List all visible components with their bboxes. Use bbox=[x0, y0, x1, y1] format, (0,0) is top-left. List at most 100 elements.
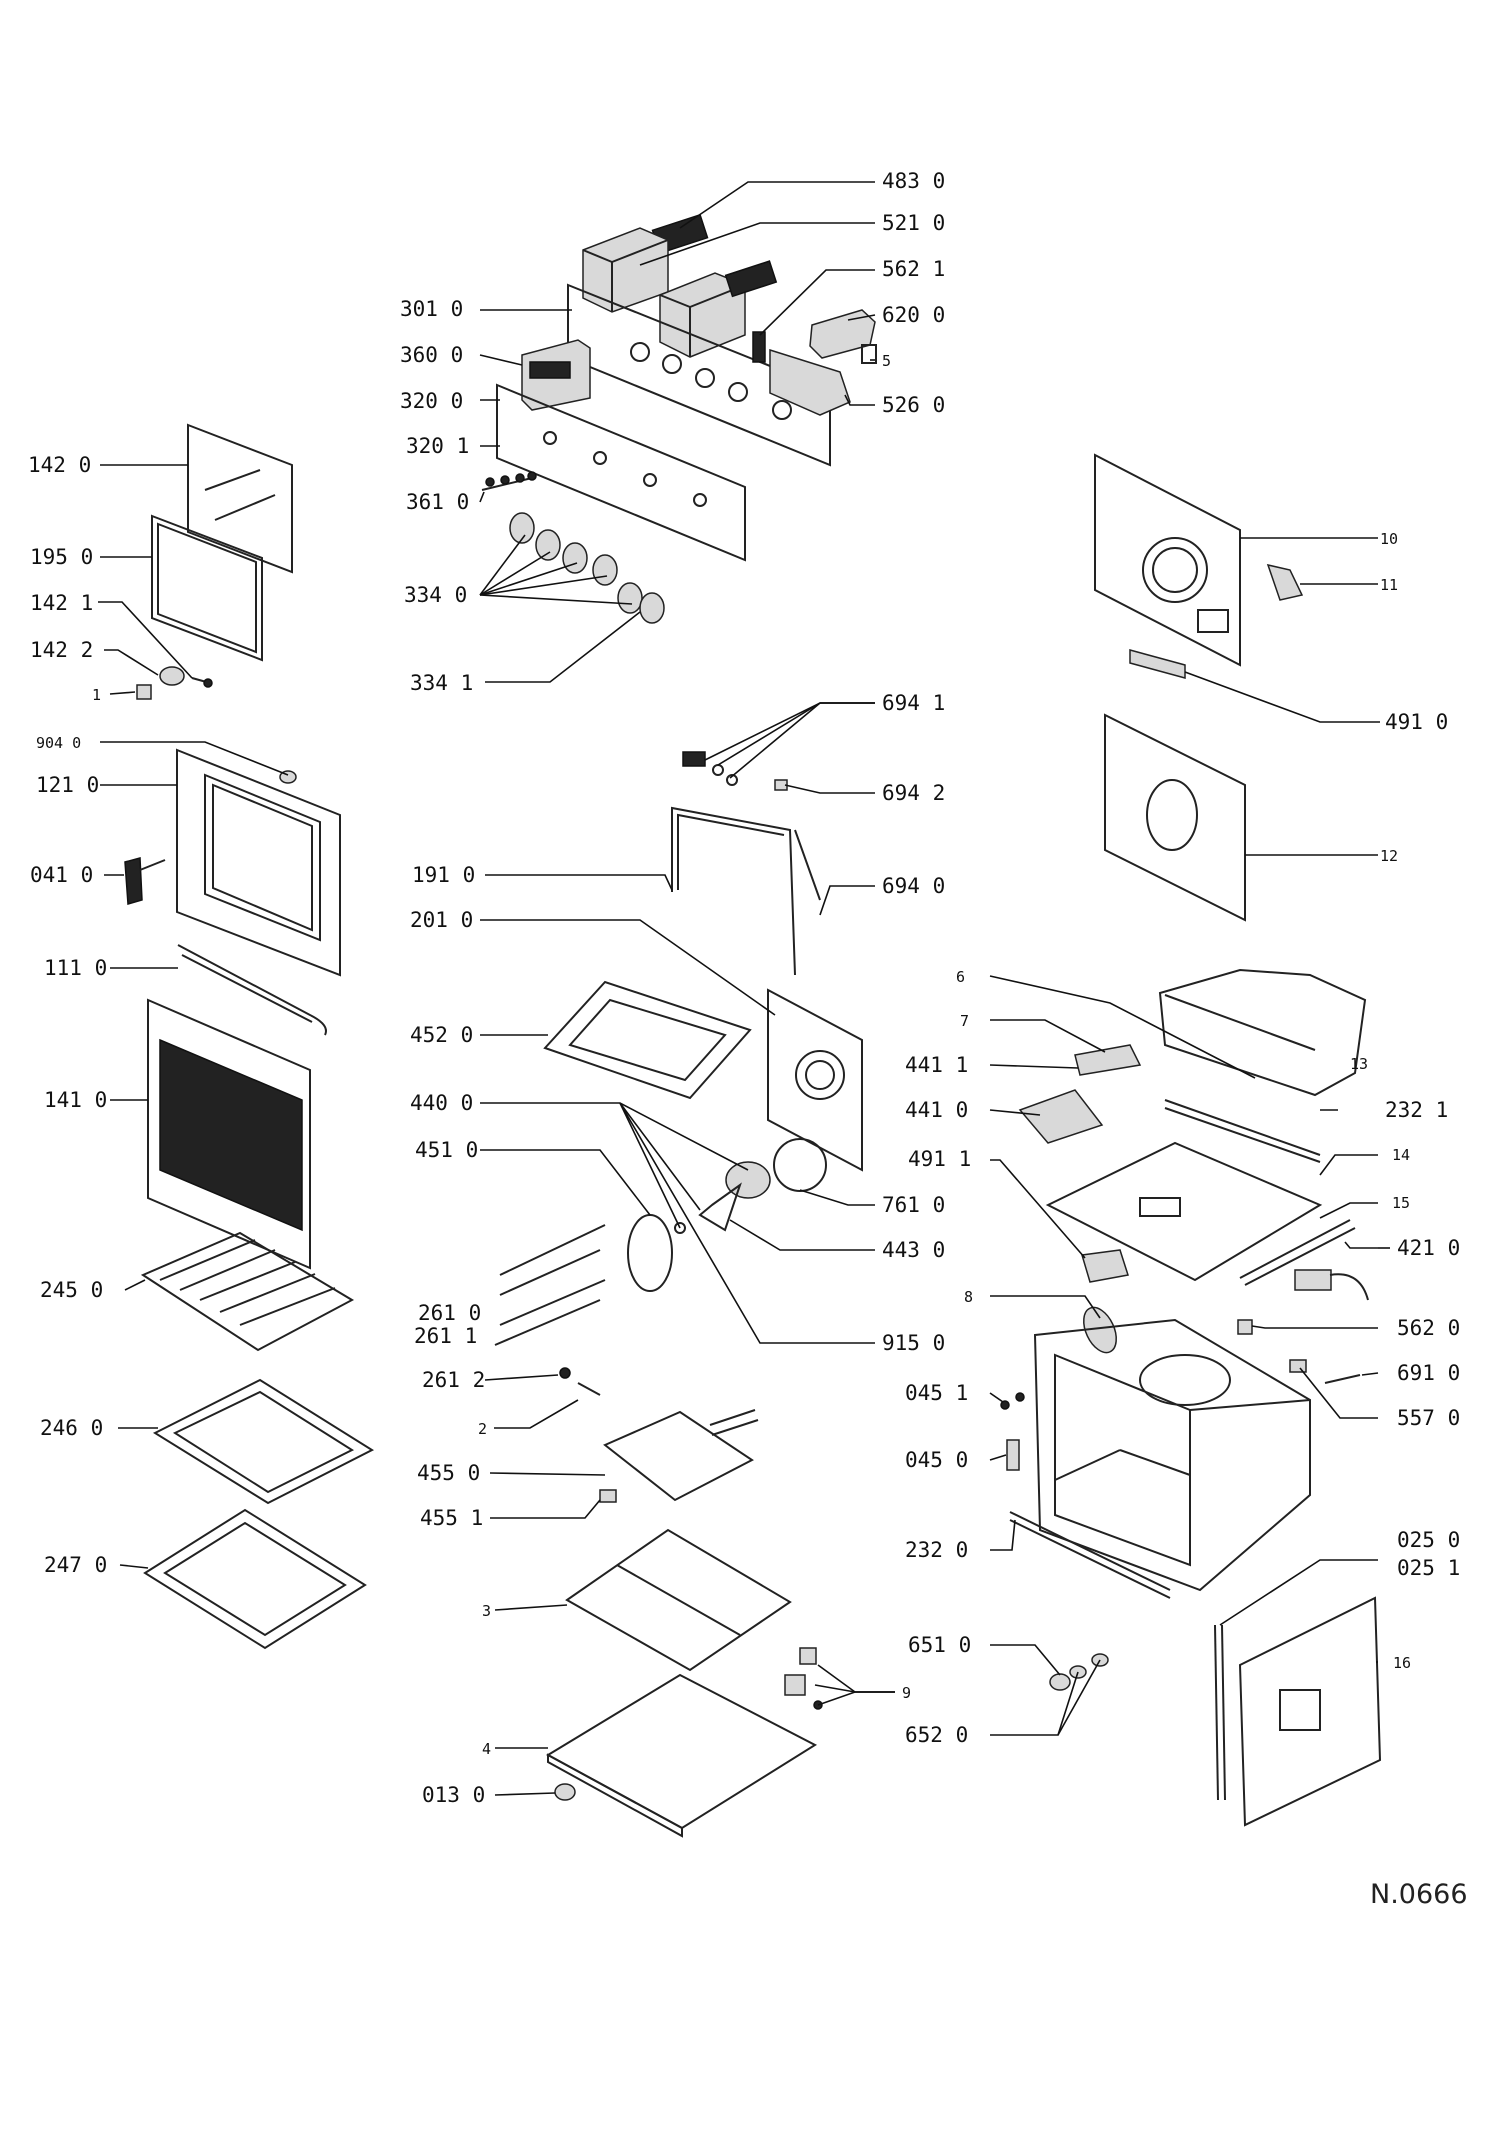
door-inner-frame-121 bbox=[176, 748, 341, 977]
hinge-receiver-045 bbox=[1006, 1439, 1020, 1471]
label-141-0: 141 0 bbox=[44, 1088, 107, 1112]
label-451-0: 451 0 bbox=[415, 1138, 478, 1162]
label-142-2: 142 2 bbox=[30, 638, 93, 662]
label-694-2: 694 2 bbox=[882, 781, 945, 805]
terminal-strip-526 bbox=[769, 348, 851, 416]
door-glass-142 bbox=[187, 423, 293, 574]
connector-11 bbox=[1266, 563, 1304, 601]
connector-691-557 bbox=[1289, 1359, 1361, 1384]
label-651-0: 651 0 bbox=[908, 1633, 971, 1657]
label-455-1: 455 1 bbox=[420, 1506, 483, 1530]
label-915-0: 915 0 bbox=[882, 1331, 945, 1355]
label-334-0: 334 0 bbox=[404, 583, 467, 607]
label-261-2: 261 2 bbox=[422, 1368, 485, 1392]
label-691-0: 691 0 bbox=[1397, 1361, 1460, 1385]
base-plate-4 bbox=[545, 1673, 818, 1838]
label-441-0: 441 0 bbox=[905, 1098, 968, 1122]
baking-tray-246 bbox=[152, 1378, 375, 1505]
label-761-0: 761 0 bbox=[882, 1193, 945, 1217]
label-13: 13 bbox=[1350, 1055, 1368, 1073]
hinge-parts-9 bbox=[784, 1647, 823, 1710]
foot-013 bbox=[554, 1783, 576, 1801]
label-4: 4 bbox=[482, 1740, 491, 1758]
grid-shelf-245 bbox=[140, 1231, 355, 1352]
label-245-0: 245 0 bbox=[40, 1278, 103, 1302]
rail-2321 bbox=[1164, 1099, 1321, 1163]
floor-insulation-3 bbox=[565, 1528, 792, 1672]
terminal-block-620 bbox=[809, 309, 877, 364]
label-232-1: 232 1 bbox=[1385, 1098, 1448, 1122]
label-562-1: 562 1 bbox=[882, 257, 945, 281]
label-201-0: 201 0 bbox=[410, 908, 473, 932]
terminal-block-4911 bbox=[1081, 1249, 1129, 1283]
label-3: 3 bbox=[482, 1602, 491, 1620]
label-694-1: 694 1 bbox=[882, 691, 945, 715]
side-strip-025 bbox=[1214, 1624, 1226, 1801]
screws-0451 bbox=[1000, 1392, 1025, 1410]
door-outer-glass-141 bbox=[147, 998, 311, 1270]
label-261-1: 261 1 bbox=[414, 1324, 477, 1348]
control-switch-block-left bbox=[582, 227, 669, 313]
clock-timer-360 bbox=[521, 339, 591, 411]
drawing-reference-number: N.0666 bbox=[1370, 1879, 1468, 1910]
fan-blade-443 bbox=[698, 1182, 742, 1232]
label-557-0: 557 0 bbox=[1397, 1406, 1460, 1430]
lamp-holder-421 bbox=[1294, 1269, 1369, 1301]
label-455-0: 455 0 bbox=[417, 1461, 480, 1485]
label-483-0: 483 0 bbox=[882, 169, 945, 193]
label-041-0: 041 0 bbox=[30, 863, 93, 887]
side-panel-16 bbox=[1238, 1596, 1382, 1827]
label-443-0: 443 0 bbox=[882, 1238, 945, 1262]
label-11: 11 bbox=[1380, 576, 1398, 594]
callout-labels: 483 0 521 0 562 1 620 0 5 526 0 301 0 36… bbox=[28, 169, 1460, 1807]
label-111-0: 111 0 bbox=[44, 956, 107, 980]
bracket-7 bbox=[1074, 1044, 1142, 1076]
fan-motor-440 bbox=[725, 1161, 771, 1199]
label-562-0: 562 0 bbox=[1397, 1316, 1460, 1340]
screw-2612 bbox=[559, 1367, 601, 1396]
door-handle-111 bbox=[177, 944, 327, 1036]
label-441-1: 441 1 bbox=[905, 1053, 968, 1077]
label-9: 9 bbox=[902, 1684, 911, 1702]
label-421-0: 421 0 bbox=[1397, 1236, 1460, 1260]
hinge-041 bbox=[124, 857, 166, 905]
base-element-455 bbox=[603, 1409, 759, 1502]
label-521-0: 521 0 bbox=[882, 211, 945, 235]
label-452-0: 452 0 bbox=[410, 1023, 473, 1047]
label-620-0: 620 0 bbox=[882, 303, 945, 327]
baking-tray-247 bbox=[143, 1508, 367, 1650]
screw-1421 bbox=[191, 677, 213, 688]
label-904-0: 904 0 bbox=[36, 734, 81, 752]
label-142-0: 142 0 bbox=[28, 453, 91, 477]
label-320-1: 320 1 bbox=[406, 434, 469, 458]
control-panel-301 bbox=[567, 283, 831, 467]
rear-bracket-12 bbox=[1104, 713, 1246, 922]
indicator-lamps-361 bbox=[481, 471, 537, 491]
label-191-0: 191 0 bbox=[412, 863, 475, 887]
label-301-0: 301 0 bbox=[400, 297, 463, 321]
fascia-panel-320 bbox=[496, 383, 746, 562]
label-261-0: 261 0 bbox=[418, 1301, 481, 1325]
clip-1422 bbox=[159, 666, 185, 686]
oven-lamp-8 bbox=[1083, 1306, 1117, 1354]
label-247-0: 247 0 bbox=[44, 1553, 107, 1577]
label-5: 5 bbox=[882, 352, 891, 370]
label-16: 16 bbox=[1393, 1654, 1411, 1672]
door-seal-195 bbox=[151, 514, 263, 662]
label-2: 2 bbox=[478, 1420, 487, 1438]
parts-artwork bbox=[124, 213, 1382, 1838]
washer-915 bbox=[674, 1222, 686, 1234]
rail-15 bbox=[1239, 1219, 1356, 1286]
label-320-0: 320 0 bbox=[400, 389, 463, 413]
label-246-0: 246 0 bbox=[40, 1416, 103, 1440]
label-232-0: 232 0 bbox=[905, 1538, 968, 1562]
label-025-0: 025 0 bbox=[1397, 1528, 1460, 1552]
label-10: 10 bbox=[1380, 530, 1398, 548]
label-14: 14 bbox=[1392, 1146, 1410, 1164]
clip-5620 bbox=[1237, 1319, 1253, 1335]
fan-cover-201 bbox=[767, 988, 863, 1172]
clamp-4551 bbox=[599, 1489, 617, 1503]
control-switch-block-right bbox=[659, 260, 778, 358]
label-045-1: 045 1 bbox=[905, 1381, 968, 1405]
